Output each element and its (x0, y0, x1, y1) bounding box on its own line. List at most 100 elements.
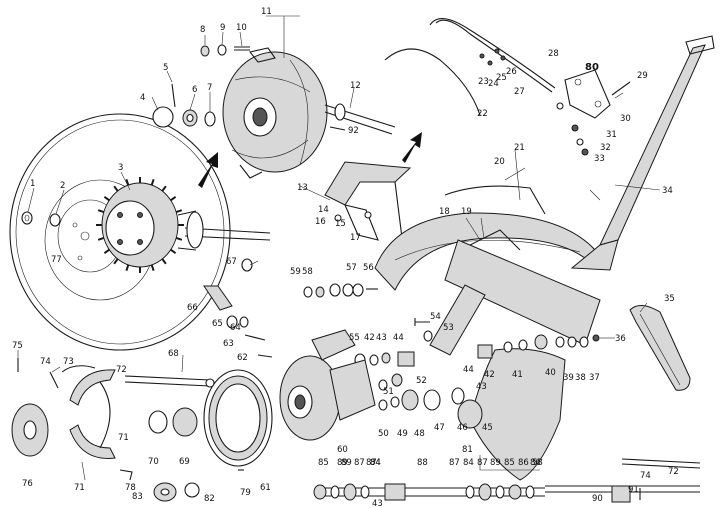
label-part-4: 4 (140, 93, 145, 103)
label-part-64: 64 (230, 323, 241, 333)
label-part-43: 43 (376, 333, 387, 343)
label-part-88: 88 (417, 458, 428, 468)
label-part-16: 16 (315, 217, 326, 227)
label-part-73: 73 (63, 357, 74, 367)
part-5-screw (171, 83, 176, 108)
label-dup-71: 71 (118, 433, 129, 443)
rear-axle (177, 210, 271, 251)
label-part-52: 52 (416, 376, 427, 386)
part-30-washer (556, 102, 564, 110)
label-part-70: 70 (148, 457, 159, 467)
label-part-89: 89 (341, 458, 352, 468)
label-part-13: 13 (297, 183, 308, 193)
part-3-sprocket (96, 177, 184, 273)
label-part-83: 83 (132, 492, 143, 502)
label-part-58: 58 (302, 267, 313, 277)
part-14-washer (334, 214, 342, 222)
label-dup-89b: 89 (337, 458, 348, 468)
part-52-nut (391, 373, 403, 387)
label-part-44: 44 (393, 333, 404, 343)
label-dup-87: 87 (477, 458, 488, 468)
label-part-77: 77 (51, 255, 62, 265)
part-73-spring (61, 365, 96, 373)
label-part-19: 19 (461, 207, 472, 217)
label-dup-44: 44 (463, 365, 474, 375)
part-82-ring (184, 482, 200, 498)
label-part-26: 26 (506, 67, 517, 77)
label-part-17: 17 (350, 233, 361, 243)
label-part-54: 54 (430, 312, 441, 322)
part-42b-washer (369, 354, 379, 366)
label-part-92: 92 (348, 126, 359, 136)
part-40-bushing (534, 334, 548, 350)
label-part-6: 6 (192, 85, 197, 95)
part-69-bearing (172, 407, 198, 437)
label-part-46: 46 (457, 423, 468, 433)
part-61-drum-cover (203, 369, 273, 467)
duplicate-labels: 44 42 43 71 72 74 43 58 84 87 89 85 86 8… (118, 365, 679, 508)
label-part-32: 32 (600, 143, 611, 153)
label-part-25: 25 (496, 73, 507, 83)
part-21-bracket (504, 149, 526, 201)
label-part-67: 67 (226, 257, 237, 267)
part-34-shock-tube (570, 35, 715, 271)
part-83-bearing (153, 482, 177, 502)
part-74-pin (49, 371, 59, 389)
part-33-nut (581, 148, 589, 156)
label-part-85: 85 (318, 458, 329, 468)
part-6-nut (182, 109, 198, 127)
label-part-29: 29 (637, 71, 648, 81)
part-47-ring (423, 389, 441, 411)
label-part-28: 28 (548, 49, 559, 59)
label-part-55: 55 (349, 333, 360, 343)
part-37-washer (579, 336, 589, 348)
label-part-87: 87 (354, 458, 365, 468)
label-dup-86: 86 (518, 458, 529, 468)
label-dup-89: 89 (490, 458, 501, 468)
label-dup-43b: 43 (372, 499, 383, 508)
label-part-23: 23 (478, 77, 489, 87)
label-dup-87b: 87 (366, 458, 377, 468)
label-dup-58: 58 (532, 458, 543, 468)
part-53-washer (423, 330, 433, 342)
part-68-rod (124, 375, 215, 388)
label-part-37: 37 (589, 373, 600, 383)
label-part-71: 71 (74, 483, 85, 493)
label-part-22: 22 (477, 109, 488, 119)
part-32-washer (576, 138, 584, 146)
label-part-33: 33 (594, 154, 605, 164)
label-part-2: 2 (60, 181, 65, 191)
parts-23-26-hardware (479, 48, 506, 66)
label-part-86: 86 (530, 458, 541, 468)
label-part-61: 61 (260, 483, 271, 493)
label-part-7: 7 (207, 83, 212, 93)
part-70-washer (148, 410, 168, 434)
part-66-adjuster (203, 285, 233, 311)
label-dup-72: 72 (668, 467, 679, 477)
label-part-9: 9 (220, 23, 225, 33)
label-part-84: 84 (370, 458, 381, 468)
label-part-10: 10 (236, 23, 247, 33)
label-part-30: 30 (620, 114, 631, 124)
label-part-79: 79 (240, 488, 251, 498)
part-63-bolt (244, 334, 266, 341)
part-43-nut (381, 352, 391, 364)
part-1-nut (21, 211, 33, 225)
label-part-36: 36 (615, 334, 626, 344)
part-58-nut (315, 286, 325, 298)
part-80-bracket (564, 69, 611, 119)
label-part-45: 45 (482, 423, 493, 433)
part-51-washer (378, 379, 388, 391)
label-part-39: 39 (563, 373, 574, 383)
part-92-screw (329, 126, 346, 131)
label-part-56: 56 (363, 263, 374, 273)
label-part-50: 50 (378, 429, 389, 439)
part-27-tube (429, 18, 556, 89)
part-22-tube (384, 48, 481, 116)
label-dup-42: 42 (484, 370, 495, 380)
part-48-bushing (401, 389, 419, 411)
part-41-washer (518, 339, 528, 351)
part-38-washer (567, 336, 577, 348)
label-part-78: 78 (125, 483, 136, 493)
